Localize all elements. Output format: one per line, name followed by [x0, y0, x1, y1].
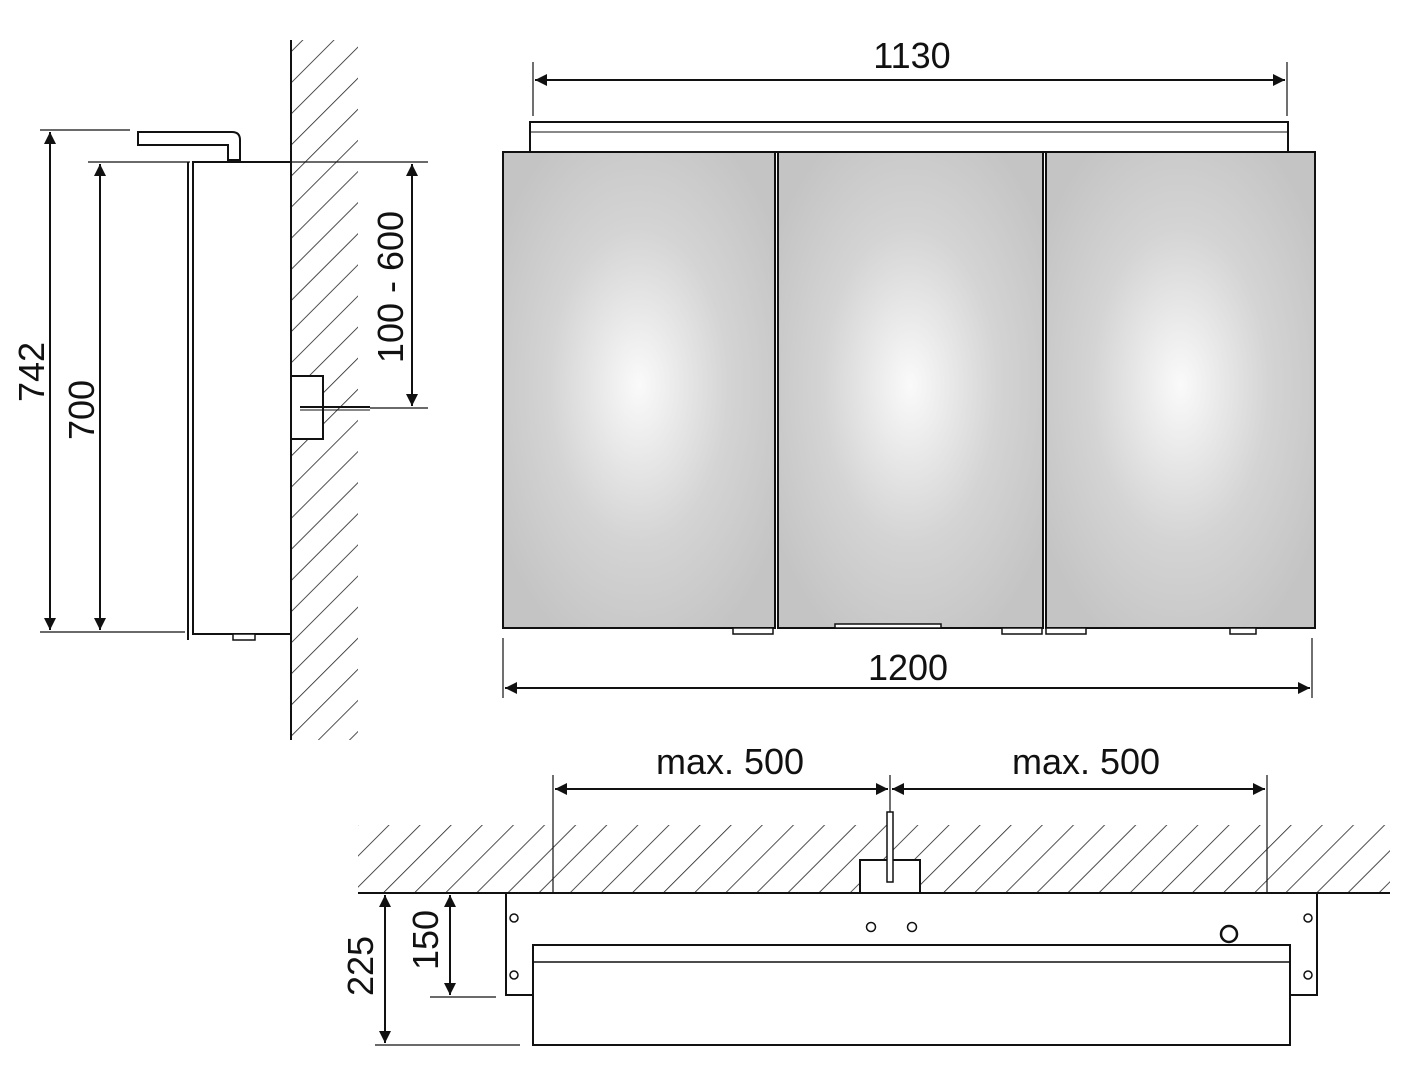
label-700: 700 [61, 380, 102, 440]
label-right-max: max. 500 [1012, 741, 1160, 782]
door-right [1045, 151, 1316, 629]
door-left [502, 151, 776, 629]
top-view: max. 500 max. 500 225 150 [340, 741, 1390, 1046]
label-225: 225 [340, 936, 381, 996]
door-middle [777, 151, 1044, 629]
label-150: 150 [405, 910, 446, 970]
cabinet-side [192, 161, 292, 635]
front-view: 1130 1200 [502, 35, 1316, 698]
label-socket-range: 100 - 600 [370, 211, 411, 363]
door-top [532, 944, 1291, 1046]
label-1130: 1130 [873, 35, 950, 76]
light-bar [529, 121, 1289, 153]
light-fixture-side [137, 131, 241, 161]
side-view: 742 700 100 - 600 [11, 40, 428, 740]
label-742: 742 [11, 342, 52, 402]
label-left-max: max. 500 [656, 741, 804, 782]
label-1200: 1200 [868, 647, 948, 688]
